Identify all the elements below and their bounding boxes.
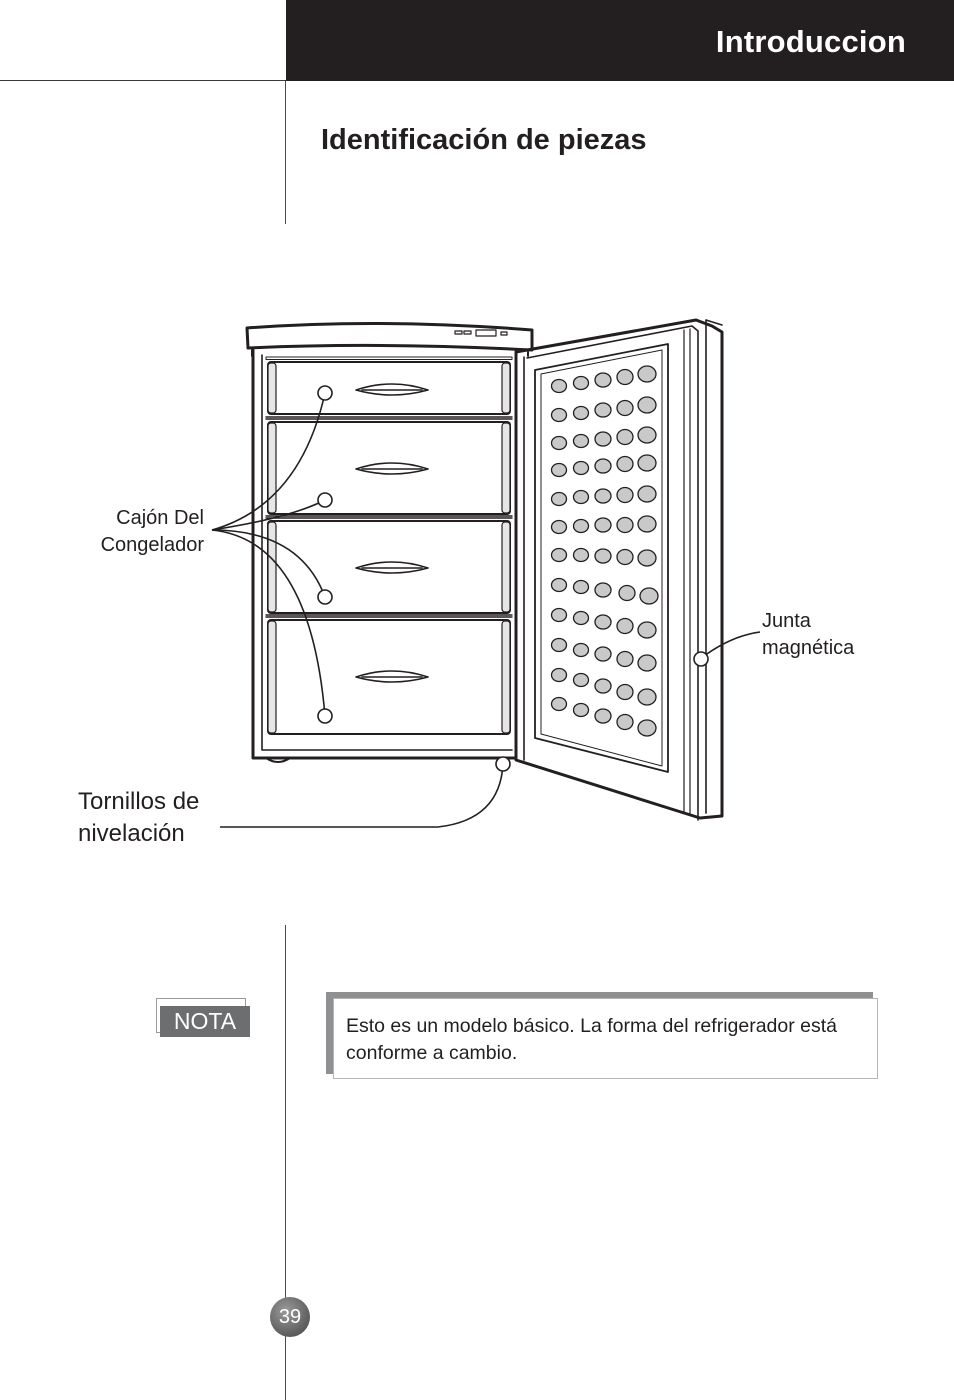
label-magnetic-gasket: Junta magnética	[762, 610, 855, 659]
callout-markers	[317, 385, 709, 772]
note-badge: NOTA	[160, 1006, 250, 1037]
open-door	[514, 318, 724, 820]
cabinet-body	[251, 348, 518, 760]
section-title: Identificación de piezas	[321, 124, 647, 156]
note-text: Esto es un modelo básico. La forma del r…	[346, 1015, 838, 1064]
margin-line-bottom	[285, 925, 286, 1400]
label-freezer-drawer: Cajón Del Congelador	[100, 507, 204, 556]
drawer-dividers	[265, 416, 513, 618]
label-leveling-screws: Tornillos de nivelación	[78, 788, 200, 847]
drawer-handles	[355, 383, 429, 683]
drawer-side-rails	[267, 362, 511, 734]
leader-lines	[211, 392, 761, 828]
door-inner-panel	[534, 343, 669, 773]
header-bar: Introduccion	[286, 0, 954, 81]
note-box: Esto es un modelo básico. La forma del r…	[333, 998, 878, 1079]
freezer-drawers	[267, 361, 511, 735]
cabinet-top	[245, 321, 534, 352]
header-rule	[0, 80, 286, 81]
door-dimples	[550, 365, 659, 737]
control-panel	[454, 329, 508, 337]
page-number: 39	[270, 1297, 310, 1337]
chapter-title: Introduccion	[715, 24, 906, 59]
margin-line-top	[285, 81, 286, 224]
